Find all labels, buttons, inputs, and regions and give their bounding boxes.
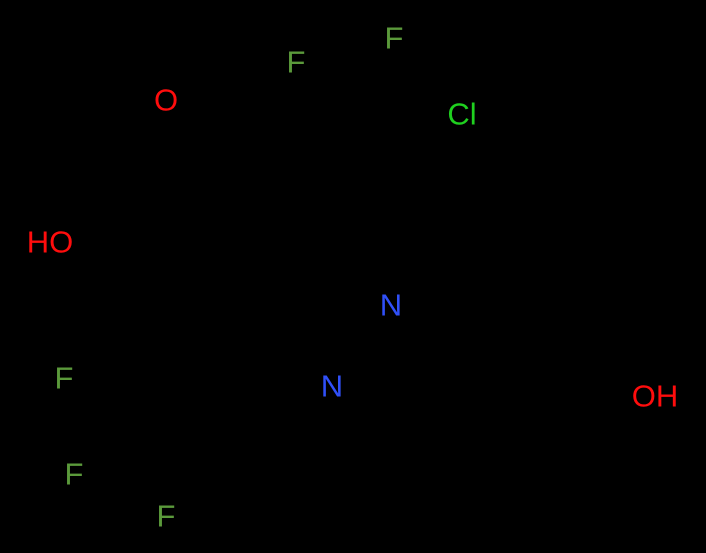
bond [189, 193, 291, 237]
bond [289, 233, 381, 297]
atom-fluorine-3: F [54, 360, 74, 396]
bond [378, 51, 396, 176]
bond [249, 338, 321, 382]
bond [148, 419, 165, 501]
atom-oxygen-carbonyl: O [153, 82, 179, 118]
bond [399, 308, 521, 352]
bond [149, 338, 251, 422]
atom-fluorine-1: F [286, 44, 306, 80]
bond [74, 193, 191, 244]
atom-hydroxyl-acid: HO [26, 224, 74, 260]
bond [294, 74, 382, 176]
bond [519, 348, 629, 398]
bond [248, 234, 292, 341]
bond [164, 114, 192, 196]
atom-nitrogen-1: N [379, 287, 403, 323]
atom-fluorine-4: F [64, 456, 84, 492]
bond [77, 380, 151, 422]
atom-chlorine: Cl [447, 96, 477, 132]
atom-fluorine-2: F [384, 20, 404, 56]
bond [289, 173, 381, 237]
atom-fluorine-5: F [156, 498, 176, 534]
atom-hydroxyl: OH [631, 378, 679, 414]
atom-nitrogen-2: N [320, 368, 344, 404]
bond [379, 118, 451, 177]
bond [343, 317, 387, 379]
bond [87, 418, 151, 472]
